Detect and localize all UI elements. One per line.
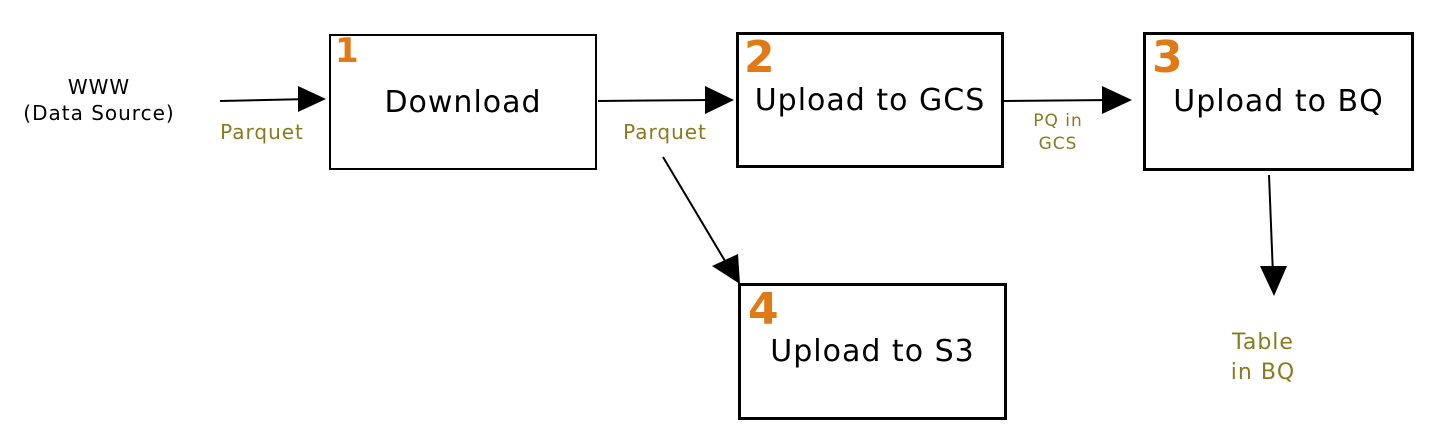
upload-gcs-node: Upload to GCS [736, 32, 1004, 168]
edge-label-pq-in-gcs: PQ in GCS [1016, 110, 1100, 156]
output-table-line2: in BQ [1230, 359, 1296, 385]
edge-source-to-download [219, 86, 326, 112]
edge-label-pq-in-gcs-line2: GCS [1038, 133, 1078, 154]
step-number-3: 3 [1152, 32, 1183, 83]
output-table-label: Table in BQ [1208, 328, 1318, 387]
download-node-label: Download [384, 84, 542, 120]
download-node: Download [329, 34, 597, 170]
step-number-2: 2 [744, 32, 775, 83]
output-table-line1: Table [1232, 330, 1294, 355]
upload-bq-node: Upload to BQ [1143, 32, 1414, 171]
edge-label-pq-in-gcs-line1: PQ in [1033, 111, 1083, 131]
edge-label-parquet-in: Parquet [220, 120, 304, 144]
step-number-1: 1 [335, 31, 359, 71]
edge-download-to-gcs [597, 86, 734, 114]
data-source-line2: (Data Source) [23, 101, 175, 125]
upload-bq-node-label: Upload to BQ [1173, 84, 1384, 119]
edge-download-to-s3 [662, 156, 740, 284]
data-source-label: WWW (Data Source) [4, 74, 194, 126]
edge-label-parquet-out: Parquet [623, 120, 707, 144]
edge-gcs-to-bq [1003, 86, 1132, 114]
data-source-line1: WWW [67, 75, 131, 99]
upload-s3-node: Upload to S3 [738, 283, 1007, 420]
edge-bq-to-table [1260, 174, 1287, 296]
step-number-4: 4 [748, 284, 779, 335]
upload-gcs-node-label: Upload to GCS [754, 82, 986, 118]
upload-s3-node-label: Upload to S3 [770, 334, 975, 369]
